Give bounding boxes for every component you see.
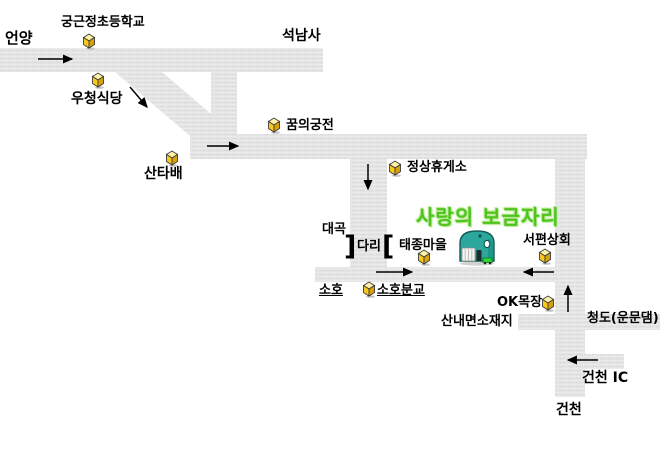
destination-building-icon xyxy=(455,228,499,270)
label-geoncheon-ic: 건천 IC xyxy=(582,370,629,386)
label-sannaemyeon-sojaeji: 산내면소재지 xyxy=(441,314,513,329)
label-bracket-right: ] xyxy=(344,231,357,262)
road-top xyxy=(0,48,323,72)
label-dari: 다리 xyxy=(357,239,381,254)
marker-soho-bungyo-icon xyxy=(362,281,376,298)
label-eonyang: 언양 xyxy=(5,29,33,47)
marker-woocheong-sikdang-icon xyxy=(91,72,105,89)
road-second xyxy=(190,134,587,159)
road-east-vertical xyxy=(555,159,585,397)
label-ok-mokjang: OK목장 xyxy=(497,295,543,310)
label-gungeunjeong-elementary: 궁근정초등학교 xyxy=(61,15,145,30)
road-geoncheon-ic-spur xyxy=(583,354,624,369)
marker-ok-mokjang-icon xyxy=(541,295,555,312)
label-seopyeon-sanghoe: 서편상회 xyxy=(523,233,571,248)
label-santabae: 산타배 xyxy=(144,166,183,182)
marker-kkumui-gungjeon-icon xyxy=(267,117,281,134)
road-cheongdo xyxy=(518,314,660,330)
marker-taejong-maeul-icon xyxy=(417,249,431,266)
arrows-group xyxy=(38,54,598,365)
label-cheongdo-unmundam: 청도(운문댐) xyxy=(587,311,659,326)
arrow-diagonal-southeast-icon xyxy=(129,86,148,109)
label-daegok: 대곡 xyxy=(322,222,346,237)
label-geoncheon: 건천 xyxy=(556,402,582,418)
marker-jeongsang-rest-area-icon xyxy=(388,160,402,177)
road-third xyxy=(315,267,583,282)
marker-gungeunjeong-elementary-icon xyxy=(82,33,96,50)
road-diagonal xyxy=(115,72,237,136)
label-bracket-left: [ xyxy=(382,231,395,262)
label-kkumui-gungjeon: 꿈의궁전 xyxy=(286,118,334,133)
label-taejong-maeul: 태종마을 xyxy=(399,238,447,253)
marker-seopyeon-sanghoe-icon xyxy=(538,248,552,265)
map-title: 사랑의 보금자리 xyxy=(416,205,560,229)
label-jeongsang-rest-area: 정상휴게소 xyxy=(407,160,467,175)
label-soho: 소호 xyxy=(319,283,343,298)
label-woocheong-sikdang: 우청식당 xyxy=(71,91,123,107)
marker-santabae-icon xyxy=(165,150,179,167)
label-soho-bungyo: 소호분교 xyxy=(377,283,425,298)
label-seoknamsa: 석남사 xyxy=(282,28,321,44)
